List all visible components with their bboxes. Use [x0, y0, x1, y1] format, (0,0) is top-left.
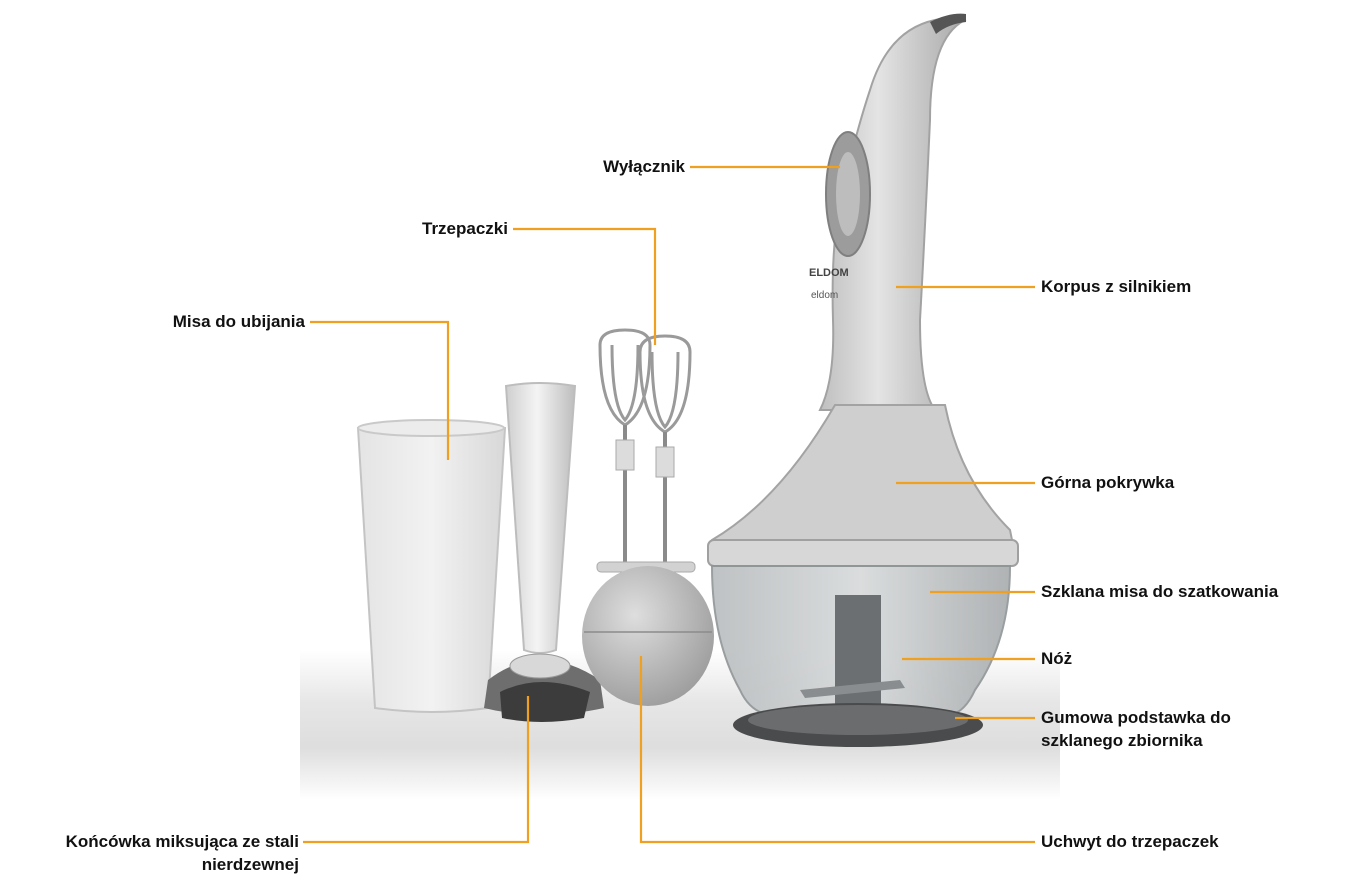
- label-rubber-base-1: Gumowa podstawka do: [1041, 708, 1231, 728]
- label-wand-1: Końcówka miksująca ze stali: [0, 832, 299, 852]
- label-whisks: Trzepaczki: [395, 219, 508, 239]
- rubber-base: [733, 703, 983, 747]
- glass-chopping-bowl: [712, 566, 1010, 715]
- label-wand-2: nierdzewnej: [0, 855, 299, 875]
- label-whisking-cup: Misa do ubijania: [100, 312, 305, 332]
- label-blade: Nóż: [1041, 649, 1072, 669]
- whisking-cup: [358, 420, 505, 712]
- motor-body: ELDOM eldom: [809, 14, 966, 410]
- label-top-lid: Górna pokrywka: [1041, 473, 1174, 493]
- logo-subtext: eldom: [811, 290, 838, 301]
- label-rubber-base-2: szklanego zbiornika: [1041, 731, 1203, 751]
- top-lid: [708, 405, 1018, 566]
- label-whisk-holder: Uchwyt do trzepaczek: [1041, 832, 1219, 852]
- logo-text: ELDOM: [809, 267, 849, 279]
- label-motor-body: Korpus z silnikiem: [1041, 277, 1191, 297]
- whisk-holder: [582, 566, 714, 706]
- label-switch: Wyłącznik: [570, 157, 685, 177]
- label-glass-bowl: Szklana misa do szatkowania: [1041, 582, 1278, 602]
- whisks: [597, 330, 695, 572]
